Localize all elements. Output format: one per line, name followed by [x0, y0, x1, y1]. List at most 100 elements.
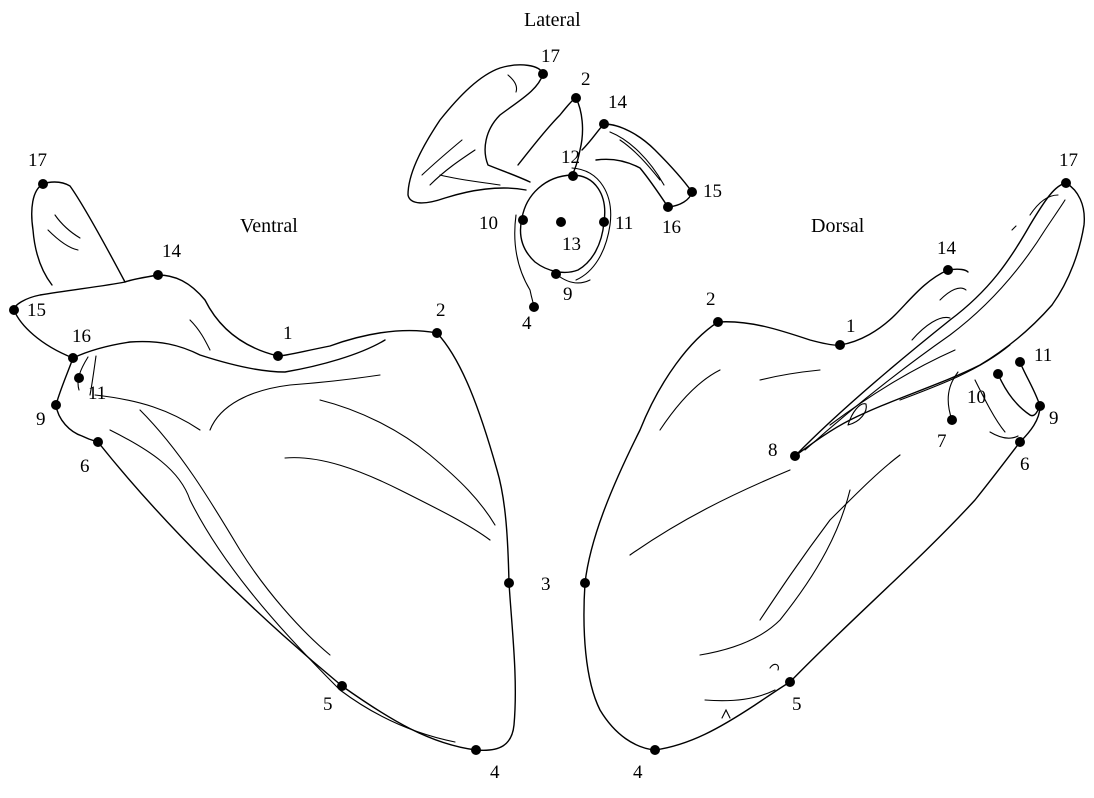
- dorsal-spine-ridge-c: [1012, 195, 1058, 230]
- ventral-ridge-c: [140, 410, 330, 655]
- lateral-landmark-11-dot: [599, 217, 609, 227]
- ventral-landmark-5-label: 5: [323, 694, 333, 715]
- lateral-landmark-9-label: 9: [563, 284, 573, 305]
- ventral-ridge-h: [48, 215, 80, 250]
- ventral-landmark-1-dot: [273, 351, 283, 361]
- lateral-landmark-17-label: 17: [541, 46, 560, 67]
- lateral-landmark-14-label: 14: [608, 92, 628, 113]
- dorsal-landmark-5-dot: [785, 677, 795, 687]
- dorsal-landmark-1-dot: [835, 340, 845, 350]
- ventral-ridge-b: [110, 430, 455, 742]
- ventral-ridge-g: [190, 320, 210, 350]
- ventral-landmark-14-dot: [153, 270, 163, 280]
- dorsal-ridge-b: [700, 490, 850, 655]
- ventral-landmark-9-label: 9: [36, 409, 46, 430]
- ventral-landmark-5-dot: [337, 681, 347, 691]
- lateral-landmark-15-dot: [687, 187, 697, 197]
- ventral-ridge-a: [95, 395, 200, 430]
- lateral-landmark-2-label: 2: [581, 69, 591, 90]
- lateral-detail-d: [508, 75, 517, 92]
- ventral-landmark-1-label: 1: [283, 323, 293, 344]
- dorsal-ridge-d: [660, 370, 820, 430]
- ventral-ridge-f: [285, 458, 490, 540]
- ventral-landmark-6-dot: [93, 437, 103, 447]
- lateral-coracoid-outline: [408, 65, 543, 203]
- dorsal-landmark-7-label: 7: [937, 431, 947, 452]
- ventral-landmark-17-dot: [38, 179, 48, 189]
- dorsal-landmark-6-label: 6: [1020, 454, 1030, 475]
- lateral-landmark-2-dot: [571, 93, 581, 103]
- dorsal-blade-outline: [584, 322, 1020, 750]
- ventral-landmark-11-dot: [74, 373, 84, 383]
- ventral-landmark-15-label: 15: [27, 300, 46, 321]
- dorsal-landmark-14-label: 14: [937, 238, 957, 259]
- dorsal-view-title: Dorsal: [811, 215, 865, 237]
- dorsal-landmark-10-dot: [993, 369, 1003, 379]
- dorsal-landmark-9-label: 9: [1049, 408, 1059, 429]
- ventral-view-title: Ventral: [240, 215, 298, 237]
- ventral-blade-outline: [98, 331, 515, 751]
- ventral-landmark-4-label: 4: [490, 762, 500, 783]
- dorsal-landmark-1-label: 1: [846, 316, 856, 337]
- lateral-landmark-12-dot: [568, 171, 578, 181]
- dorsal-landmark-2-label: 2: [706, 289, 716, 310]
- dorsal-landmark-9-dot: [1035, 401, 1045, 411]
- lateral-detail-a: [422, 140, 475, 185]
- dorsal-spine-oval: [848, 404, 866, 425]
- lateral-acromion-outline: [582, 124, 692, 207]
- ventral-landmark-9-dot: [51, 400, 61, 410]
- dorsal-landmark-2-dot: [713, 317, 723, 327]
- dorsal-landmark-4-label: 4: [633, 762, 643, 783]
- lateral-view-title: Lateral: [524, 9, 581, 31]
- lateral-landmark-10-label: 10: [479, 213, 498, 234]
- dorsal-landmark-17-dot: [1061, 178, 1071, 188]
- lateral-landmark-15-label: 15: [703, 181, 722, 202]
- dorsal-landmark-8-dot: [790, 451, 800, 461]
- ventral-landmark-16-label: 16: [72, 326, 91, 347]
- dorsal-glenoid-outline: [998, 362, 1040, 442]
- lateral-landmark-16-label: 16: [662, 217, 681, 238]
- ventral-ridge-e: [320, 400, 495, 525]
- lateral-landmark-14-dot: [599, 119, 609, 129]
- ventral-landmark-6-label: 6: [80, 456, 90, 477]
- ventral-landmark-16-dot: [68, 353, 78, 363]
- lateral-landmark-17-dot: [538, 69, 548, 79]
- dorsal-landmark-17-label: 17: [1059, 150, 1078, 171]
- ventral-view: Ventral 1 2 3 4 5 6 9 11: [9, 150, 551, 783]
- dorsal-landmark-3-dot: [580, 578, 590, 588]
- ventral-landmark-2-label: 2: [436, 300, 446, 321]
- dorsal-landmark-7-dot: [947, 415, 957, 425]
- lateral-landmark-4-label: 4: [522, 313, 532, 334]
- ventral-coracoid-outline: [32, 182, 125, 285]
- ventral-landmark-17-label: 17: [28, 150, 47, 171]
- lateral-detail-c: [610, 132, 664, 185]
- dorsal-landmark-6-dot: [1015, 437, 1025, 447]
- ventral-landmark-3-dot: [504, 578, 514, 588]
- lateral-landmark-13-label: 13: [562, 234, 581, 255]
- dorsal-landmark-10-label: 10: [967, 387, 986, 408]
- lateral-landmark-10-dot: [518, 215, 528, 225]
- ventral-landmark-3-label: 3: [541, 574, 551, 595]
- dorsal-landmark-4-dot: [650, 745, 660, 755]
- lateral-landmark-12-label: 12: [561, 147, 580, 168]
- dorsal-landmark-14-dot: [943, 265, 953, 275]
- dorsal-upper-outline: [718, 269, 968, 345]
- lateral-landmark-9-dot: [551, 269, 561, 279]
- ventral-landmark-11-label: 11: [88, 383, 106, 404]
- dorsal-ridge-e: [705, 664, 778, 718]
- dorsal-landmark-11-label: 11: [1034, 345, 1052, 366]
- ventral-landmark-4-dot: [471, 745, 481, 755]
- ventral-landmark-15-dot: [9, 305, 19, 315]
- dorsal-ridge-a: [630, 470, 790, 555]
- dorsal-landmark-11-dot: [1015, 357, 1025, 367]
- dorsal-landmark-5-label: 5: [792, 694, 802, 715]
- lateral-landmark-13-dot: [556, 217, 566, 227]
- lateral-landmark-16-dot: [663, 202, 673, 212]
- ventral-ridge-d: [210, 375, 380, 430]
- lateral-detail-b: [440, 175, 500, 185]
- lateral-landmark-11-label: 11: [615, 213, 633, 234]
- ventral-landmark-14-label: 14: [162, 241, 182, 262]
- lateral-view: Lateral 2 4 9 10 11 12 13 14 15 16: [408, 9, 722, 334]
- dorsal-landmark-8-label: 8: [768, 440, 778, 461]
